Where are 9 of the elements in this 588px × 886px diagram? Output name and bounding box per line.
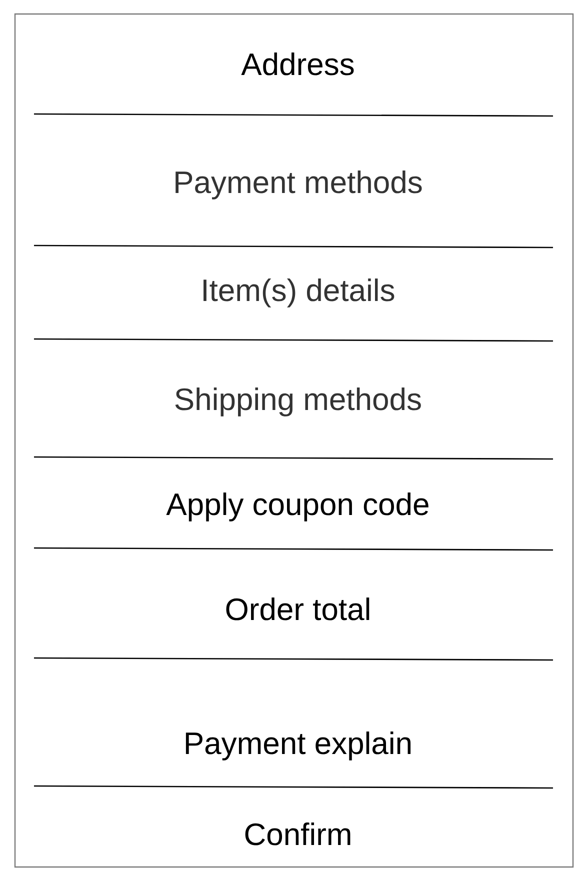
section-label: Payment methods <box>176 170 422 200</box>
section-label: Confirm <box>245 822 350 846</box>
section-label: Payment explain <box>186 732 411 760</box>
section-label: Item(s) details <box>204 278 394 308</box>
outer-frame <box>14 13 574 868</box>
section-label: Order total <box>226 598 370 620</box>
section-label: Apply coupon code <box>166 492 428 522</box>
section-label: Address <box>241 52 354 76</box>
section-label: Shipping methods <box>175 388 421 416</box>
